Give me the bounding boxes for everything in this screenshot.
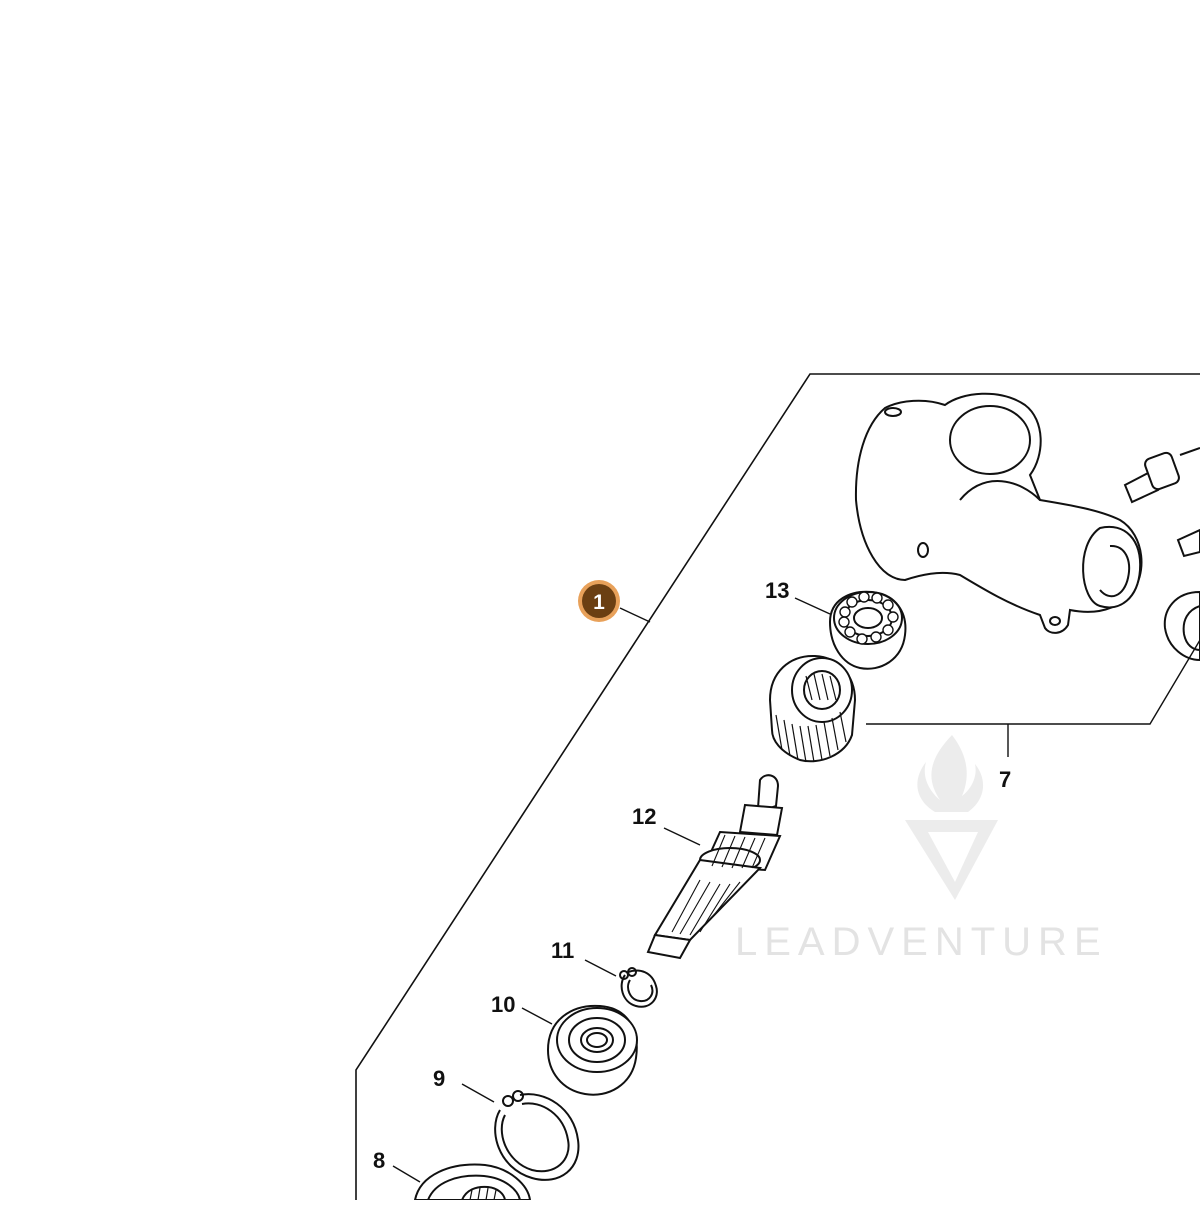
leader-8: [392, 1165, 421, 1183]
callout-12[interactable]: 12: [632, 804, 656, 829]
circlip-11[interactable]: [619, 967, 658, 1008]
hotspot-label: 1: [593, 591, 605, 614]
callout-7[interactable]: 7: [999, 767, 1011, 792]
callout-13[interactable]: 13: [765, 578, 789, 603]
bearing-13[interactable]: [828, 590, 907, 670]
hotspot-1[interactable]: 1: [578, 580, 620, 622]
bracket-7: [866, 639, 1200, 725]
callout-9[interactable]: 9: [433, 1066, 445, 1091]
leader-9: [461, 1083, 495, 1103]
assembly-frame: [355, 373, 1200, 1200]
part-8[interactable]: [413, 1163, 532, 1201]
shaft-12[interactable]: [646, 774, 784, 960]
watermark: LEADVENTURE: [735, 735, 1108, 964]
leader-11: [584, 959, 617, 977]
bevel-gear-7[interactable]: [768, 654, 857, 763]
callout-10[interactable]: 10: [491, 992, 515, 1017]
gear-partial-right[interactable]: [1163, 590, 1200, 662]
screw-upper[interactable]: [1123, 447, 1200, 504]
watermark-text: LEADVENTURE: [735, 920, 1108, 964]
leader-10: [521, 1007, 553, 1025]
hotspot-core: [582, 584, 616, 618]
leader-13: [794, 597, 831, 615]
retaining-ring-9[interactable]: [494, 1090, 580, 1181]
leader-12: [663, 827, 701, 846]
gearbox-housing[interactable]: [854, 392, 1143, 634]
callout-8[interactable]: 8: [373, 1148, 385, 1173]
flame-logo-icon: [905, 735, 998, 900]
screw-lower[interactable]: [1176, 528, 1200, 558]
bearing-10[interactable]: [546, 1004, 638, 1096]
callout-11[interactable]: 11: [551, 938, 574, 963]
hotspot-leader: [619, 607, 651, 623]
